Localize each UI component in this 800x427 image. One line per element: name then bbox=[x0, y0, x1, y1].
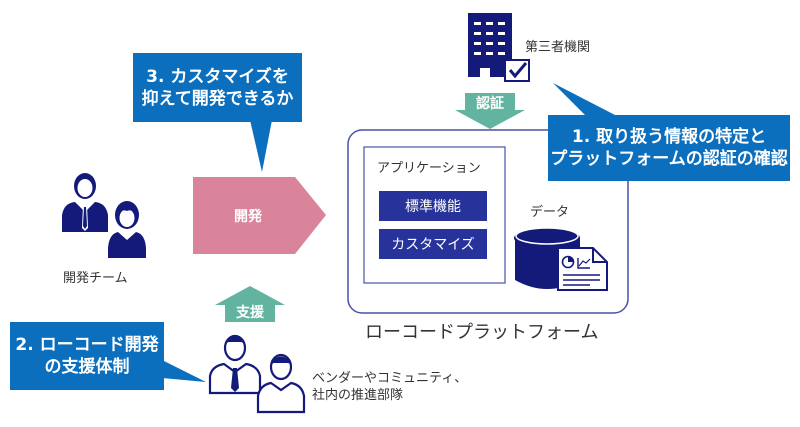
supporters-label: ベンダーやコミュニティ、 社内の推進部隊 bbox=[312, 370, 467, 404]
database-report-icon bbox=[514, 227, 608, 291]
team-icon bbox=[62, 173, 146, 258]
callout-customization-line2: 抑えて開発できるか bbox=[141, 88, 294, 109]
application-title: アプリケーション bbox=[377, 161, 481, 176]
third-party-label: 第三者機関 bbox=[525, 40, 591, 55]
callout-certification-line2: プラットフォームの認証の確認 bbox=[550, 149, 788, 169]
callout-support: 2. ローコード開発 の支援体制 bbox=[10, 322, 164, 390]
certification-arrow-label: 認証 bbox=[476, 95, 504, 112]
callout-support-line2: の支援体制 bbox=[44, 357, 130, 377]
development-arrow-label: 開発 bbox=[234, 208, 262, 225]
callout-certification: 1. 取り扱う情報の特定と プラットフォームの認証の確認 bbox=[548, 115, 790, 181]
callout-certification-line1: 1. 取り扱う情報の特定と bbox=[571, 127, 767, 147]
development-arrow bbox=[193, 177, 326, 254]
certification-arrow bbox=[455, 93, 525, 129]
dev-team-label: 開発チーム bbox=[63, 271, 128, 286]
callout-3-tail bbox=[250, 120, 272, 172]
supporters-label-line2: 社内の推進部隊 bbox=[312, 388, 404, 403]
callout-support-line1: 2. ローコード開発 bbox=[15, 335, 159, 355]
app-item-customization: カスタマイズ bbox=[379, 229, 487, 259]
people-outline-icon bbox=[208, 334, 306, 414]
callout-2-tail bbox=[162, 360, 206, 382]
supporters-label-line1: ベンダーやコミュニティ、 bbox=[312, 371, 468, 386]
platform-label: ローコードプラットフォーム bbox=[365, 322, 599, 343]
building-check-icon bbox=[468, 13, 530, 82]
callout-customization: 3. カスタマイズを 抑えて開発できるか bbox=[133, 53, 302, 122]
data-label: データ bbox=[530, 205, 570, 220]
app-item-standard-features: 標準機能 bbox=[379, 191, 487, 221]
support-arrow-label: 支援 bbox=[236, 305, 264, 321]
callout-customization-line1: 3. カスタマイズを bbox=[146, 66, 289, 87]
support-arrow bbox=[215, 286, 285, 322]
callout-1-tail-top bbox=[553, 83, 615, 115]
